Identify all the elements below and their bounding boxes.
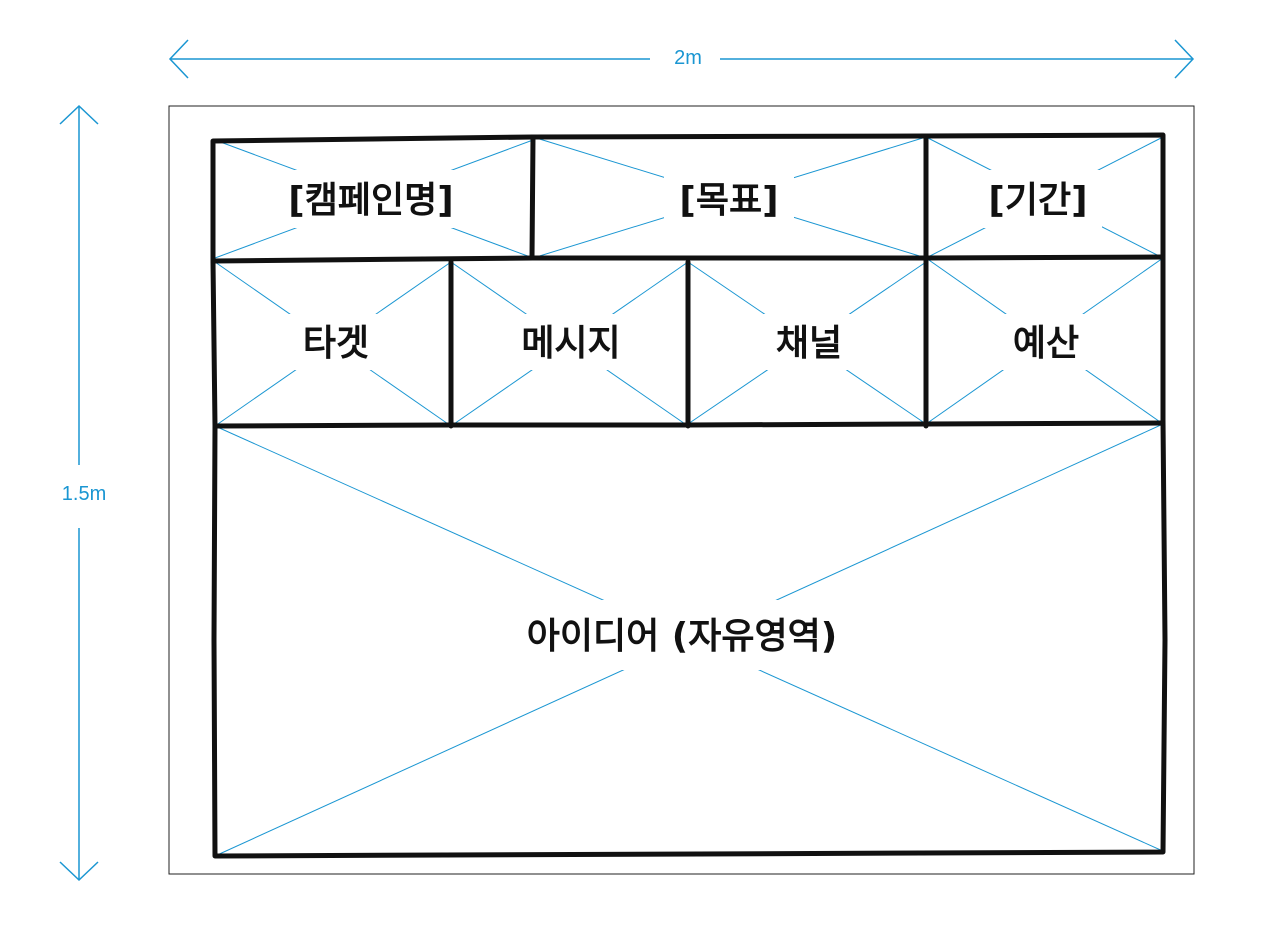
cell-label-period: [기간]: [988, 180, 1087, 221]
border-divider-campaign-goal: [529, 134, 536, 261]
label-bg-ideas: [500, 600, 860, 670]
cell-guides: [214, 136, 1166, 857]
arrow-down-icon: [59, 861, 99, 882]
cell-label-ideas: 아이디어 (자유영역): [527, 616, 837, 657]
label-bg-message: [500, 314, 642, 370]
label-bg-goal: [664, 170, 794, 228]
cell-label-budget: 예산: [1013, 323, 1079, 364]
label-bg-target: [278, 314, 396, 370]
width-dimension-label: 2m: [674, 47, 702, 69]
grid-borders: [210, 132, 1168, 859]
arrow-up-icon: [59, 104, 99, 125]
label-bg-campaign: [270, 170, 470, 228]
width-dimension: [168, 39, 1195, 79]
height-dimension-label: 1.5m: [62, 483, 106, 505]
label-bg-channel: [756, 314, 864, 370]
outer-frame: [168, 105, 1195, 875]
cell-label-goal: [목표]: [679, 180, 778, 221]
border-row1-bottom: [210, 254, 1166, 264]
cell-label-message: 메시지: [521, 323, 620, 364]
label-bg-period: [974, 170, 1102, 228]
arrow-right-icon: [1174, 39, 1195, 79]
cell-label-campaign-name: [캠페인명]: [288, 180, 453, 221]
height-dimension: [59, 104, 99, 882]
label-backgrounds: [270, 170, 1102, 670]
cell-label-channel: 채널: [776, 323, 842, 364]
label-bg-budget: [992, 314, 1102, 370]
cell-label-target: 타겟: [303, 323, 369, 364]
border-outer: [210, 132, 1168, 859]
arrow-left-icon: [168, 39, 189, 79]
